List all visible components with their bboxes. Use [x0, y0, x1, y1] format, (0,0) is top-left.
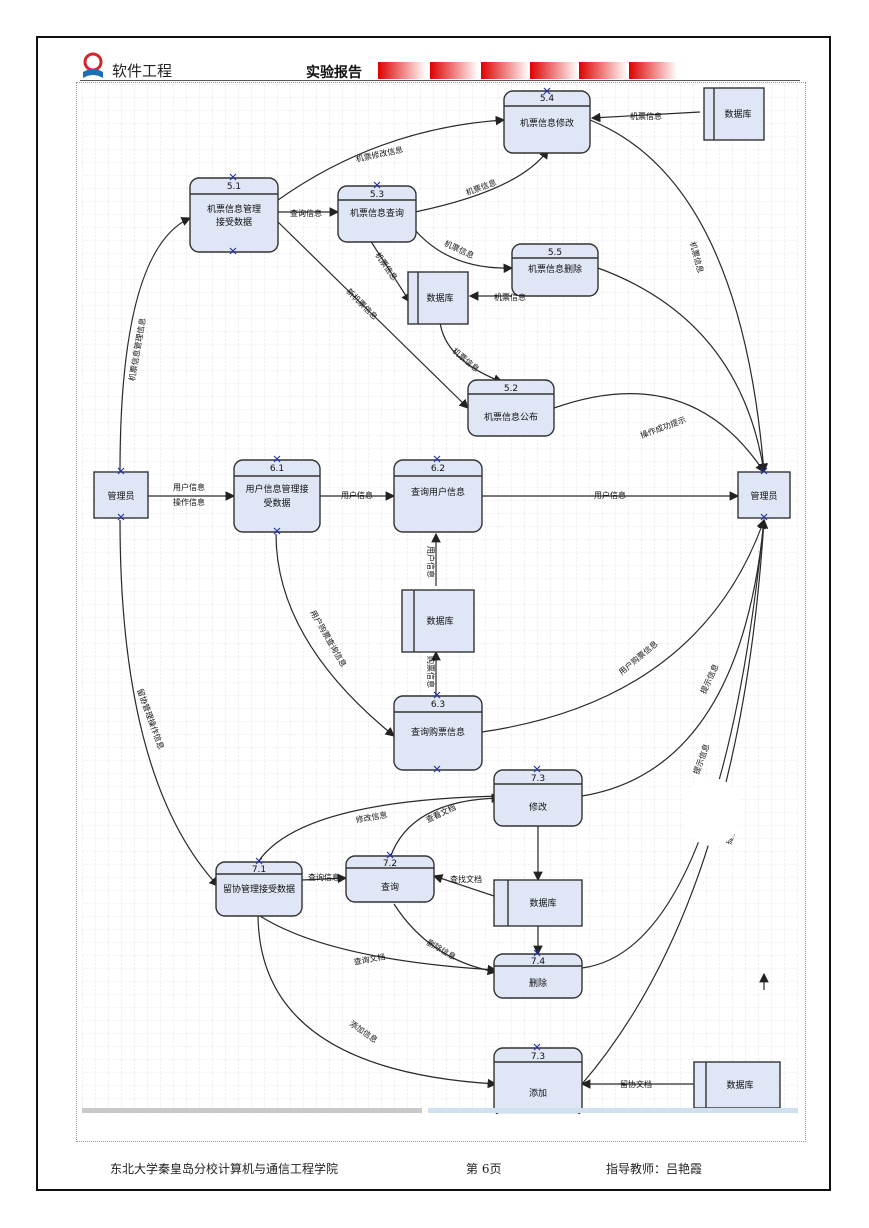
- flow-label-15: 用户信息: [341, 490, 373, 500]
- entity-admin-right: [737, 471, 791, 519]
- p62-id: 6.2: [431, 464, 445, 474]
- p71-id: 7.1: [252, 865, 266, 875]
- p74-name: 删除: [529, 977, 547, 989]
- footer-page-number: 第 6页: [466, 1162, 502, 1176]
- p74-id: 7.4: [531, 957, 546, 967]
- p71-name: 留协管理接受数据: [223, 883, 295, 895]
- process-6-1: [233, 459, 321, 533]
- entity-admin-left: [93, 471, 149, 519]
- store3-name: 数据库: [426, 615, 453, 627]
- p63-name: 查询购票信息: [411, 726, 465, 738]
- p55-name: 机票信息删除: [528, 263, 582, 275]
- header-divider: [80, 80, 800, 81]
- flow-label-14: 操作信息: [173, 497, 205, 507]
- flow-label-32: 留协文档: [620, 1079, 652, 1089]
- store4-name: 数据库: [529, 897, 556, 909]
- report-title: 实验报告: [306, 65, 362, 81]
- flow-label-17: 用户信息: [426, 546, 436, 578]
- scrollbar-track: [82, 1108, 422, 1113]
- course-name: 软件工程: [112, 62, 173, 80]
- p54-name: 机票信息修改: [520, 117, 574, 129]
- p55-id: 5.5: [548, 248, 562, 258]
- flow-label-6: 机票信息: [494, 292, 526, 302]
- page-border: [36, 36, 831, 1191]
- data-flow-diagram: 5.4 机票信息修改 5.1 机票信息管理 接受数据 5.3 机票信息查询 5.…: [82, 84, 798, 1114]
- p62-name: 查询用户信息: [411, 486, 465, 498]
- flow-label-28: 查找文档: [450, 874, 482, 884]
- p51-name-2: 接受数据: [216, 216, 252, 228]
- footer-school: 东北大学秦皇岛分校计算机与通信工程学院: [110, 1162, 339, 1176]
- p53-name: 机票信息查询: [350, 207, 404, 219]
- header-gradient-bar: [378, 62, 677, 79]
- flow-label-16: 用户信息: [594, 490, 626, 500]
- p54-id: 5.4: [540, 94, 555, 104]
- scrollbar-track-right: [428, 1108, 798, 1113]
- p51-id: 5.1: [227, 182, 241, 192]
- flow-label-18: 购票信息: [426, 656, 436, 688]
- school-logo: [83, 52, 103, 78]
- flow-label-3: 查询信息: [290, 208, 322, 218]
- p52-id: 5.2: [504, 384, 518, 394]
- store-5: [693, 1061, 781, 1109]
- process-5-5: [511, 243, 599, 297]
- store1-name: 数据库: [724, 108, 751, 120]
- p63-id: 6.3: [431, 700, 445, 710]
- p61-name-2: 受数据: [263, 497, 290, 509]
- flow-label-27: 查询信息: [308, 872, 340, 882]
- p51-name-1: 机票信息管理: [207, 203, 261, 215]
- p53-id: 5.3: [370, 190, 384, 200]
- store2-name: 数据库: [426, 292, 453, 304]
- p72-name: 查询: [381, 881, 399, 893]
- entity-left-name: 管理员: [107, 490, 134, 502]
- p61-name-1: 用户信息管理接: [245, 483, 308, 495]
- flow-label-13: 用户信息: [173, 482, 205, 492]
- process-7-1: [215, 861, 303, 917]
- store5-name: 数据库: [726, 1079, 753, 1091]
- p73b-name: 添加: [529, 1088, 547, 1099]
- footer-teacher: 指导教师：吕艳霞: [606, 1162, 703, 1176]
- white-blot: [682, 778, 742, 846]
- p73a-name: 修改: [529, 801, 547, 813]
- p52-name: 机票信息公布: [484, 411, 538, 423]
- p61-id: 6.1: [270, 464, 284, 474]
- p72-id: 7.2: [383, 859, 397, 869]
- p73a-id: 7.3: [531, 774, 545, 784]
- p73b-id: 7.3: [531, 1052, 545, 1062]
- connection-markers: [117, 87, 768, 1051]
- entity-right-name: 管理员: [750, 490, 777, 502]
- diagram-frame: [76, 82, 806, 1142]
- flow-label-0: 机票信息: [630, 111, 662, 121]
